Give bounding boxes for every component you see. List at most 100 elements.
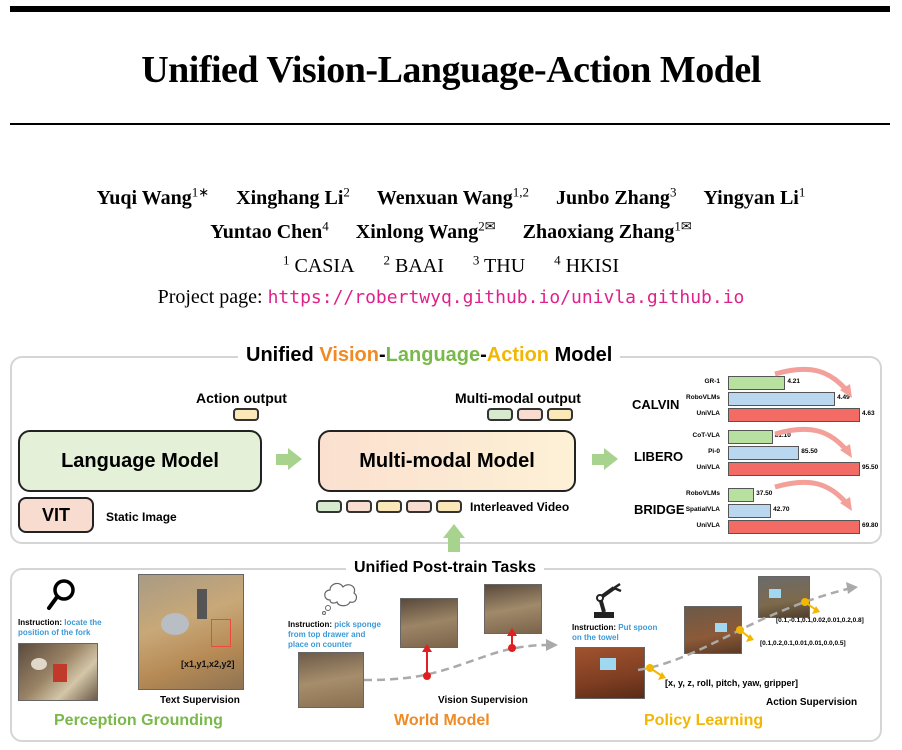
action-vector-value: [0.1,0.2,0.1,0.01,0.01,0.0,0.5]	[760, 640, 846, 647]
author: Xinghang Li2	[236, 184, 350, 209]
video-token	[346, 500, 372, 513]
bar-bridge-univla	[728, 520, 860, 534]
static-image-label: Static Image	[106, 510, 177, 524]
arrow-right-icon	[288, 448, 302, 470]
action-output-label: Action output	[196, 390, 287, 406]
bar-value-label: 42.70	[773, 506, 790, 513]
bar-category-label: CoT-VLA	[692, 432, 720, 439]
table-photo	[18, 643, 98, 701]
action-supervision-label: Action Supervision	[766, 697, 858, 708]
bar-calvin-gr-1	[728, 376, 786, 390]
affiliation: 4 HKISI	[554, 252, 619, 277]
author: Junbo Zhang3	[555, 184, 677, 209]
affiliation: 3 THU	[472, 252, 526, 277]
bar-value-label: 4.49	[837, 394, 850, 401]
benchmark-label: BRIDGE	[634, 502, 685, 517]
benchmark-label: CALVIN	[632, 397, 680, 412]
bar-value-label: 69.80	[862, 522, 879, 529]
world-photo-frame	[400, 598, 458, 648]
vision-supervision-label: Vision Supervision	[438, 695, 528, 706]
author: Zhaoxiang Zhang1✉	[522, 218, 692, 243]
bar-category-label: RoboVLMs	[686, 394, 720, 401]
affiliation: 2 BAAI	[383, 252, 444, 277]
bar-value-label: 4.21	[787, 378, 801, 385]
world-trajectory	[363, 628, 558, 682]
benchmark-label: LIBERO	[634, 449, 684, 464]
author: Wenxuan Wang1,2	[376, 184, 529, 209]
post-train-title: Unified Post-train Tasks	[346, 559, 544, 577]
author: Yingyan Li1	[703, 184, 806, 209]
authors-line-2: Yuntao Chen4 Xinlong Wang2✉ Zhaoxiang Zh…	[0, 218, 902, 244]
bar-calvin-univla	[728, 408, 860, 422]
thought-cloud-icon	[322, 582, 358, 615]
action-vector-value: [0.1,-0.1,0.1,0.02,0.01,0.2,0.8]	[776, 617, 864, 624]
bar-category-label: Pi-0	[708, 448, 720, 455]
bar-calvin-robovlms	[728, 392, 836, 406]
bar-value-label: 81.10	[774, 432, 791, 439]
bar-bridge-robovlms	[728, 488, 755, 502]
author: Yuntao Chen4	[210, 218, 329, 243]
bar-category-label: GR-1	[704, 378, 720, 385]
world-instruction: Instruction: pick sponge from top drawer…	[288, 620, 381, 649]
output-token	[547, 408, 573, 421]
author: Xinlong Wang2✉	[355, 218, 496, 243]
grounding-photo: [x1,y1,x2,y2]	[138, 574, 244, 690]
bar-value-label: 85.50	[801, 448, 818, 455]
perception-grounding-title: Perception Grounding	[54, 712, 223, 729]
bbox-text: [x1,y1,x2,y2]	[181, 659, 235, 669]
policy-photo-frame	[684, 606, 742, 654]
policy-trajectory	[637, 582, 858, 680]
paper-title: Unified Vision-Language-Action Model	[141, 49, 761, 91]
affiliation: 1 CASIA	[283, 252, 355, 277]
bar-libero-univla	[728, 462, 860, 476]
arrow-shaft	[592, 454, 604, 465]
world-photo-start	[298, 652, 364, 708]
robot-arm-icon	[594, 582, 622, 618]
language-model-box: Language Model	[18, 430, 262, 492]
title-rule	[10, 123, 890, 125]
output-token	[487, 408, 513, 421]
video-token	[436, 500, 462, 513]
text-supervision-label: Text Supervision	[160, 695, 240, 706]
bar-value-label: 37.50	[756, 490, 773, 497]
world-model-title: World Model	[394, 712, 490, 729]
magnifier-icon	[47, 579, 75, 610]
author: Yuqi Wang1∗	[96, 184, 210, 209]
project-url-link[interactable]: https://robertwyq.github.io/univla.githu…	[267, 287, 745, 308]
bbox-highlight	[211, 619, 231, 647]
action-token	[233, 408, 259, 421]
curved-arrow-icon	[774, 479, 850, 507]
arrow-shaft	[448, 538, 460, 552]
project-page: Project page: https://robertwyq.github.i…	[0, 286, 902, 309]
bar-bridge-spatialvla	[728, 504, 772, 518]
world-photo-frame	[484, 584, 542, 634]
policy-learning-title: Policy Learning	[644, 712, 764, 729]
output-token	[517, 408, 543, 421]
arrowhead-icon	[840, 497, 852, 511]
interleaved-video-label: Interleaved Video	[470, 500, 570, 514]
video-token	[406, 500, 432, 513]
bar-category-label: RoboVLMs	[686, 490, 720, 497]
video-token	[316, 500, 342, 513]
perception-instruction: Instruction: locate the position of the …	[18, 618, 102, 637]
bar-category-label: UniVLA	[696, 522, 720, 529]
policy-instruction: Instruction: Put spoon on the towel	[572, 623, 658, 642]
bar-value-label: 4.63	[862, 410, 875, 417]
bar-libero-pi-0	[728, 446, 800, 460]
arrowhead-icon	[840, 444, 852, 458]
bar-category-label: SpatialVLA	[685, 506, 720, 513]
affiliations: 1 CASIA 2 BAAI 3 THU 4 HKISI	[0, 252, 902, 278]
multimodal-model-box: Multi-modal Model	[318, 430, 576, 492]
multimodal-output-label: Multi-modal output	[455, 390, 581, 406]
improvement-arrows	[774, 366, 852, 511]
arrow-shaft	[276, 454, 288, 465]
bar-category-label: UniVLA	[696, 410, 720, 417]
policy-photo-start	[575, 647, 645, 699]
authors-line-1: Yuqi Wang1∗ Xinghang Li2 Wenxuan Wang1,2…	[0, 184, 902, 210]
curved-arrow-icon	[774, 426, 850, 454]
arrowhead-icon	[840, 384, 852, 398]
arrow-up-icon	[443, 524, 465, 538]
bar-libero-cot-vla	[728, 430, 773, 444]
project-label: Project page:	[157, 286, 263, 308]
